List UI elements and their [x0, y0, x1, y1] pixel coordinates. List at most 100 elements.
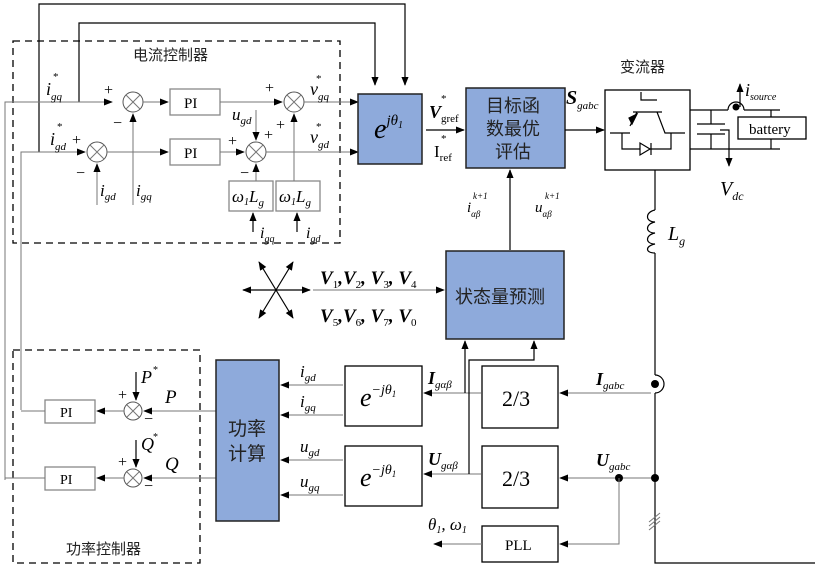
i-ref-star: *: [441, 133, 447, 145]
plus-sign: +: [118, 387, 127, 404]
igd-label: igd: [300, 362, 316, 384]
power-calc-line-2: 计算: [228, 443, 266, 465]
ac-line: [654, 170, 815, 564]
voltage-tap-dot: [651, 474, 659, 482]
plus-sign: +: [104, 82, 113, 99]
objective-line-3: 评估: [495, 142, 531, 163]
wLg-in-igq: igq: [260, 225, 274, 245]
q-ref-label: Q: [141, 434, 154, 454]
minus-sign: −: [144, 411, 153, 428]
capacitor-icon: [697, 110, 725, 149]
inverse-rotation-label-i: e−jθ1: [360, 383, 396, 412]
pll-output-label: θ1, ω1: [428, 515, 467, 536]
igq-label: igq: [300, 392, 316, 414]
current-sensor: [727, 101, 745, 111]
wLg-label-2: ω1Lg: [279, 187, 311, 209]
transform-label-i: 2/3: [502, 386, 530, 411]
power-controller-box: [12, 349, 201, 564]
igq-star: *: [53, 71, 59, 83]
transform-label-u: 2/3: [502, 466, 530, 491]
i-pred-label: iαβ: [467, 200, 481, 219]
wLg-block-1: [228, 180, 274, 212]
minus-sign: −: [144, 478, 153, 495]
p-ref-label: P: [140, 367, 152, 387]
i-pred-sup: k+1: [473, 191, 488, 201]
q-ref-star: *: [153, 432, 158, 443]
inductor-label: Lg: [667, 223, 685, 248]
igd-ref-wire: [20, 148, 86, 410]
inverse-rotation-label-u: e−jθ1: [360, 463, 396, 492]
inductor-icon: [646, 209, 656, 254]
minus-sign: −: [76, 165, 85, 182]
sum-junction-qpow: [123, 468, 143, 488]
pi-d-label: PI: [184, 146, 197, 162]
sum-junction-d: [86, 141, 108, 163]
plus-sign: +: [228, 133, 237, 150]
state-prediction-label: 状态量预测: [455, 287, 545, 308]
plus-sign: +: [276, 117, 285, 134]
ugq-dq-label: ugq: [300, 472, 320, 494]
igbt-icon: [610, 92, 685, 157]
igd-star: *: [57, 121, 63, 133]
p-ref-star: *: [153, 365, 158, 376]
igq-ref-label: igq: [46, 79, 63, 103]
plus-sign: +: [264, 127, 273, 144]
wLg-label-1: ω1Lg: [232, 187, 264, 209]
v-gref-label: Vgref: [429, 102, 459, 125]
u-alphabeta-to-prediction: [468, 340, 538, 474]
power-calculation-block: [215, 359, 280, 522]
objective-line-1: 目标函: [486, 96, 540, 117]
wLg-block-2: [275, 180, 321, 212]
sensor-dot: [732, 103, 740, 111]
i-abc-label: Igabc: [595, 369, 625, 392]
pll-block: [481, 525, 559, 563]
current-controller-title: 电流控制器: [133, 46, 208, 64]
plus-sign: +: [265, 80, 274, 97]
u-alphabeta-label: Ugαβ: [428, 449, 458, 472]
pi-qpow-label: PI: [60, 473, 73, 488]
pll-label: PLL: [505, 538, 532, 554]
minus-sign: −: [113, 115, 122, 132]
plus-sign: +: [118, 454, 127, 471]
feedback-wire-outer: [38, 3, 409, 152]
v-gref-star: *: [441, 93, 447, 105]
objective-line-2: 数最优: [486, 119, 540, 140]
vectors-row-1: V1,V2, V3, V4: [320, 268, 417, 291]
vectors-row-2: V5,V6, V7, V0: [320, 306, 417, 329]
power-calc-line-1: 功率: [228, 418, 266, 440]
pll-in-wire: [559, 478, 620, 548]
rotation-label: ejθ1: [374, 113, 403, 145]
decouple-sum-q: [283, 91, 305, 113]
current-tap-dot: [651, 380, 659, 388]
inverse-rotation-block-u: [344, 445, 423, 507]
minus-sign: −: [240, 165, 249, 182]
sum-junction-p: [123, 401, 143, 421]
vdc-label: Vdc: [720, 178, 744, 203]
converter-title: 变流器: [620, 58, 665, 76]
sum-junction-q: [122, 91, 144, 113]
vdc-wire: [720, 129, 733, 167]
pi-block-q: [169, 88, 221, 116]
dc-bus: [690, 109, 780, 150]
igq-feedback-label: igq: [136, 181, 152, 203]
ugd-label: ugd: [232, 105, 252, 127]
wLg-in-igd: igd: [306, 225, 321, 245]
igd-ref-label: igd: [50, 129, 67, 153]
i-alphabeta-label: Igαβ: [427, 368, 452, 391]
pi-q-label: PI: [184, 96, 197, 112]
igd-feedback-label: igd: [100, 181, 116, 203]
igq-ref-wire: [4, 98, 113, 480]
decouple-sum-d: [245, 141, 267, 163]
pi-p-label: PI: [60, 406, 73, 421]
ugd-dq-label: ugd: [300, 437, 320, 459]
u-pred-label: uαβ: [535, 200, 552, 219]
plus-sign: +: [72, 132, 81, 149]
ct-sensor: [654, 374, 665, 394]
vgq-star: *: [316, 73, 322, 85]
q-label: Q: [165, 454, 179, 475]
objective-evaluation-block: [465, 87, 566, 169]
switching-label: Sgabc: [566, 87, 599, 112]
converter-block: [604, 89, 691, 171]
i-ref-label: Iref: [434, 142, 452, 164]
